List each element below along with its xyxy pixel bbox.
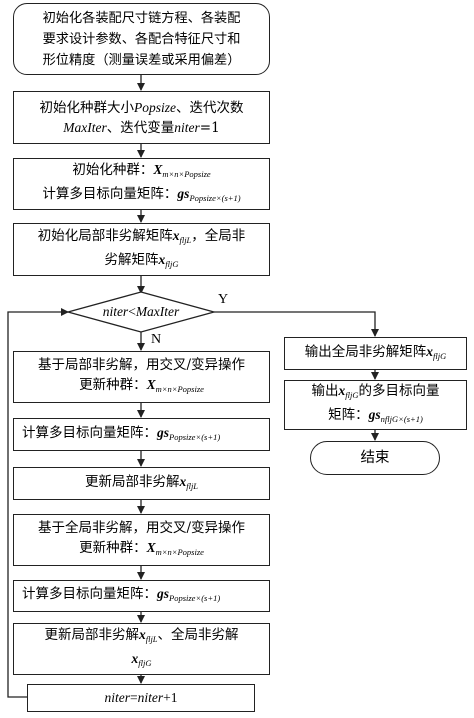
init-chain-line-2: 要求设计参数、各配合特征尺寸和 (42, 31, 241, 47)
init-chain-line-3: 形位精度（测量误差或采用偏差） (42, 52, 241, 68)
update-population-global-step: 基于全局非劣解，用交叉/变异操作 更新种群：Xm×n×Popsize (13, 514, 270, 566)
init-params-step: 初始化种群大小Popsize、迭代次数 MaxIter、迭代变量niter=1 (13, 91, 270, 144)
update-local-nondominated-step: 更新局部非劣解xfljL (13, 467, 270, 500)
init-chain-step: 初始化各装配尺寸链方程、各装配 要求设计参数、各配合特征尺寸和 形位精度（测量误… (13, 3, 270, 75)
arrow-yes (214, 311, 379, 337)
init-chain-line-1: 初始化各装配尺寸链方程、各装配 (42, 10, 241, 26)
loop-condition: niter<MaxIter (102, 304, 180, 319)
increment-iteration-step: niter=niter+1 (27, 684, 255, 712)
init-nondominated-step: 初始化局部非劣解矩阵xfljL，全局非 劣解矩阵xfljG (13, 223, 270, 276)
loop-back-arrow (7, 308, 69, 698)
end-terminal: 结束 (310, 441, 440, 475)
init-population-step: 初始化种群：Xm×n×Popsize 计算多目标向量矩阵：gsPopsize×(… (13, 158, 270, 210)
decision-diamond (65, 291, 217, 333)
calc-objectives-step-1: 计算多目标向量矩阵：gsPopsize×(s+1) (13, 418, 270, 451)
update-both-nondominated-step: 更新局部非劣解xfljL、全局非劣解 xfljG (13, 623, 270, 675)
update-population-local-step: 基于局部非劣解，用交叉/变异操作 更新种群：Xm×n×Popsize (13, 351, 270, 403)
end-label: 结束 (360, 449, 390, 466)
yes-branch-label: Y (218, 292, 229, 307)
calc-objectives-step-2: 计算多目标向量矩阵：gsPopsize×(s+1) (13, 580, 270, 612)
output-global-nondominated-step: 输出全局非劣解矩阵xfljG (284, 337, 467, 370)
no-branch-label: N (151, 332, 162, 347)
output-objectives-step: 输出xfljG的多目标向量 矩阵：gsnfljG×(s+1) (284, 380, 467, 430)
